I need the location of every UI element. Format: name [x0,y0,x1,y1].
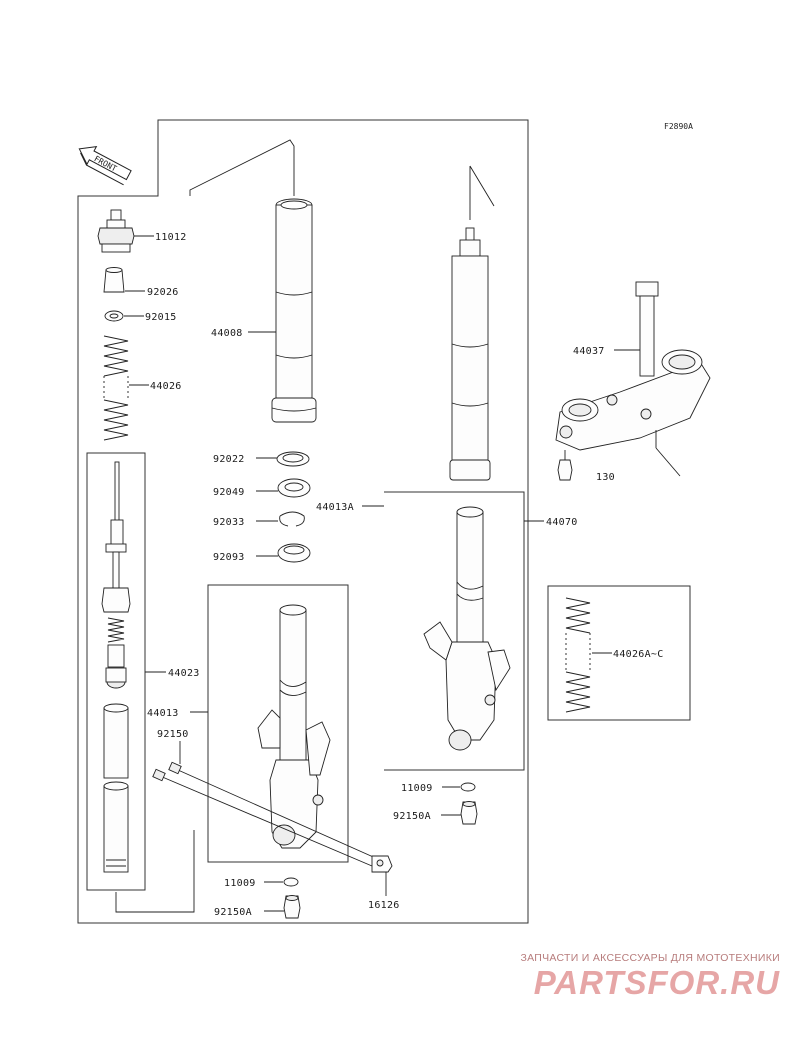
fork-outer-tube [271,198,317,423]
label-44013A: 44013A [316,502,354,513]
fork-assembly-right [449,227,491,481]
fork-inner-tube-right [423,506,511,751]
fork-inner-tube-left [257,604,331,849]
label-92093: 92093 [213,552,245,563]
steering-stem [555,281,711,451]
label-44013: 44013 [147,708,179,719]
label-92150A-right: 92150A [393,811,431,822]
axle-clamp-bolt [152,761,381,867]
option-spring [565,597,591,713]
label-44070: 44070 [546,517,578,528]
label-44026A-C: 44026A~C [613,649,664,660]
label-92022: 92022 [213,454,245,465]
socket-bolt-right [460,801,478,825]
label-11012: 11012 [155,232,187,243]
fork-spring [103,335,129,441]
oil-seal [277,478,311,498]
damper-kit-frame [86,452,146,891]
dust-seal [276,451,310,467]
spacer-collar [103,267,125,293]
slide-bushing [277,543,311,563]
inner-tube-frame [207,584,349,863]
washer-right [460,782,476,792]
label-92049: 92049 [213,487,245,498]
front-arrow-icon: FRONT [78,145,132,186]
label-92026: 92026 [147,287,179,298]
main-frame [77,119,529,924]
label-16126: 16126 [368,900,400,911]
socket-bolt-bottom [283,895,301,919]
label-11009-bottom: 11009 [224,878,256,889]
diagram-code: F2890A [664,122,693,131]
label-44008: 44008 [211,328,243,339]
damper-cylinder [103,703,129,873]
label-92033: 92033 [213,517,245,528]
label-11009-right: 11009 [401,783,433,794]
label-44023: 44023 [168,668,200,679]
label-92015: 92015 [145,312,177,323]
watermark-logo: PARTSFOR.RU [533,964,780,1001]
label-92150A-bottom: 92150A [214,907,252,918]
retaining-clip [279,511,305,527]
fork-cap-bolt [97,209,135,253]
watermark-tagline: ЗАПЧАСТИ И АКСЕССУАРЫ ДЛЯ МОТОТЕХНИКИ [520,952,780,964]
label-44037: 44037 [573,346,605,357]
damper-rod [101,461,131,689]
label-130: 130 [596,472,615,483]
label-92150: 92150 [157,729,189,740]
option-spring-frame [547,585,691,721]
drain-plug [371,855,393,873]
label-44026: 44026 [150,381,182,392]
stem-bolt [557,450,573,481]
washer-bottom [283,877,299,887]
